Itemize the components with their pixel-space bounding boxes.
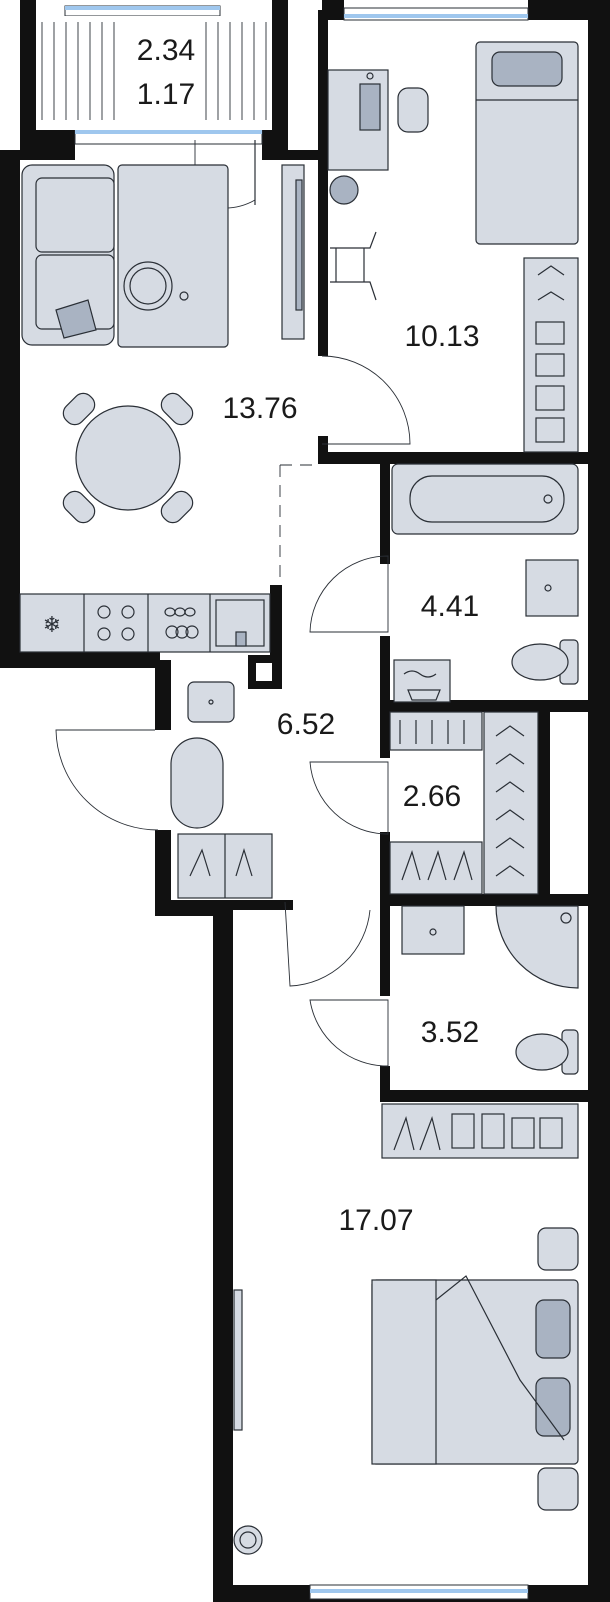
mirror [170,737,224,829]
balcony-area-label-1: 2.34 [137,34,195,67]
master-bedroom-area-label: 17.07 [338,1204,413,1237]
master-bedroom: 17.07 [233,1103,579,1555]
sofa [21,164,115,346]
nightstand-bottom [537,1467,579,1511]
tv-icon [295,179,303,311]
fridge-icon: ❄ [43,613,61,638]
desk-chair [397,87,429,133]
windows [64,5,529,1600]
small-bedroom-area-label: 10.13 [404,320,479,353]
tv-panel [233,1289,243,1431]
wardrobe-room: 2.66 [309,711,539,895]
ottoman [187,681,235,723]
rug [117,164,229,348]
dining-table [62,392,194,524]
single-bed [475,41,579,245]
small-bedroom-wardrobe [523,257,579,453]
kitchen-counter: ❄ [19,593,271,653]
bathroom-area-label: 4.41 [421,590,479,623]
toilet-area-label: 3.52 [421,1016,479,1049]
hallway: 6.52 [55,681,371,987]
balcony-area-label-2: 1.17 [137,78,195,111]
kitchen-living-area-label: 13.76 [222,392,297,425]
sink [525,559,579,617]
washing-machine [393,659,451,703]
coat-rack [177,833,273,899]
robot-vacuum-icon [233,1525,263,1555]
shower [495,905,579,989]
kitchen-living-room: ❄ 13.76 [19,140,318,653]
wardrobe-area-label: 2.66 [403,780,461,813]
toilet-icon [511,643,569,681]
master-wardrobe [381,1103,579,1159]
toilet-room: 3.52 [309,905,579,1075]
toilet-bowl-icon [515,1033,569,1071]
balcony: 2.34 1.17 [36,16,272,130]
ball-icon [329,175,359,205]
nightstand-top [537,1227,579,1271]
hallway-area-label: 6.52 [277,708,335,741]
toilet-sink [401,905,465,955]
coffee-table [123,261,173,311]
small-bedroom: 10.13 [321,41,579,453]
bathroom: 4.41 [309,463,579,703]
double-bed [371,1275,579,1465]
